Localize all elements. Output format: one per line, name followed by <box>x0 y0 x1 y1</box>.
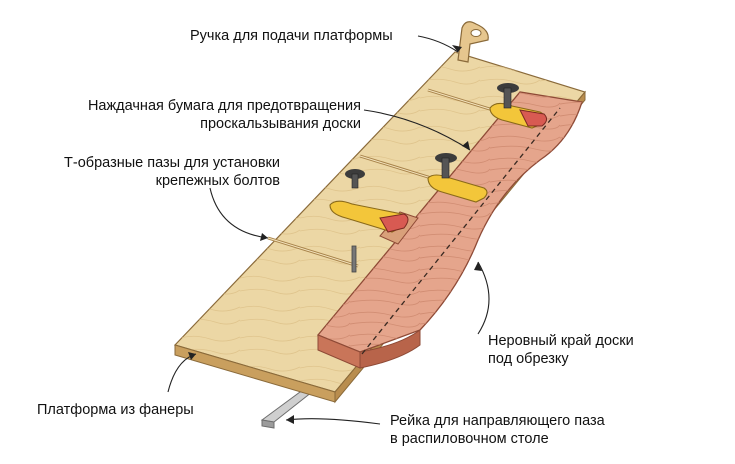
label-uneven-edge: Неровный край доски под обрезку <box>488 333 634 367</box>
leader-arrowheads <box>188 45 482 424</box>
label-sandpaper: Наждачная бумага для предотвращения прос… <box>87 98 361 132</box>
board <box>316 91 583 369</box>
handle <box>457 21 489 63</box>
label-platform: Платформа из фанеры <box>37 402 194 418</box>
leader-handle <box>417 35 459 53</box>
stop-pin <box>351 245 357 273</box>
leader-tslots <box>209 187 269 239</box>
leader-uneven-edge <box>477 261 490 335</box>
leader-lines <box>167 35 490 425</box>
runner-strip <box>260 391 314 429</box>
label-runner: Рейка для направляющего паза в распилово… <box>390 413 605 447</box>
leader-runner <box>285 418 381 425</box>
clamp-top <box>489 83 548 129</box>
label-t-slots: Т-образные пазы для установки крепежных … <box>64 155 280 189</box>
leader-sandpaper <box>363 109 471 151</box>
clamp-middle <box>427 153 488 203</box>
clamp-loose <box>329 169 409 233</box>
label-handle: Ручка для подачи платформы <box>190 28 393 44</box>
